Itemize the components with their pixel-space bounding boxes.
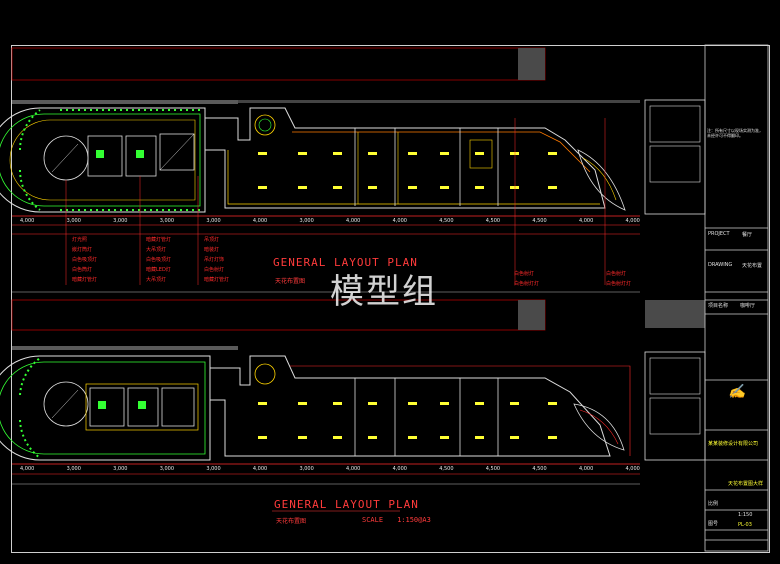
scale-label-block: 比例 (708, 501, 719, 507)
legend-item: 白色吸顶灯 (146, 257, 172, 263)
legend-item: 白色吸顶灯 (72, 257, 98, 263)
dimension-label: 4,500 (485, 218, 501, 224)
client-value: 咖啡厅 (740, 303, 756, 309)
legend-item: 白色筒灯 (72, 267, 93, 273)
legend-item: 白色射灯 (204, 267, 225, 273)
legend-item: 暗藏灯管灯 (146, 237, 172, 243)
legend-item: 嵌灯筒灯 (72, 247, 93, 253)
dimension-label: 4,000 (392, 218, 407, 224)
legend-item: 吊顶灯 (204, 237, 220, 243)
dimension-label: 4,500 (532, 218, 547, 224)
legend-group-left-3: 吊顶灯 暗装灯 吊灯灯饰 白色射灯 暗藏灯管灯 (204, 236, 229, 283)
legend-item: 暗装灯 (204, 247, 220, 253)
legend-item: 白色射灯 (514, 271, 535, 277)
legend-group-right-2: 白色射灯 白色射灯灯 (606, 270, 631, 287)
legend-item: 灯光照 (72, 237, 88, 243)
legend-item: 暗藏LED灯 (146, 267, 171, 273)
drawing-frame (11, 45, 770, 553)
dimension-label: 3,000 (66, 218, 81, 224)
dimension-label: 4,000 (346, 218, 361, 224)
dimension-label: 4,000 (252, 218, 268, 224)
project-label: PROJECT (708, 231, 730, 237)
dimension-label: 3,000 (113, 218, 128, 224)
dimension-label: 4,000 (392, 466, 407, 472)
dimension-label: 4,000 (252, 466, 268, 472)
title-block-notes: 注：所有尺寸以现场实测为准，未经许可不得翻印。 (707, 128, 763, 138)
top-plan-subtitle: 天花布置图 (275, 278, 306, 285)
company-name: 某某装修设计有限公司 (708, 441, 759, 447)
dimension-label: 4,500 (485, 466, 501, 472)
top-plan-title: GENERAL LAYOUT PLAN (273, 256, 418, 269)
dimension-label: 3,000 (66, 466, 81, 472)
drawing-label: DRAWING (708, 262, 733, 268)
dimension-label: 4,000 (20, 466, 35, 472)
dimension-label: 4,000 (20, 218, 35, 224)
dimension-label: 3,000 (206, 218, 221, 224)
dimension-label: 4,500 (439, 218, 454, 224)
scale-value: 1:150@A3 (397, 516, 431, 524)
dimension-label: 3,000 (299, 218, 314, 224)
legend-item: 白色射灯灯 (606, 281, 632, 287)
legend-item: 大吊顶灯 (146, 277, 167, 283)
scale-value-block: 1:150 (738, 512, 753, 518)
dimension-label: 4,000 (346, 466, 361, 472)
dimension-label: 4,000 (625, 466, 640, 472)
right-detail (644, 99, 706, 461)
dimension-label: 4,500 (532, 466, 547, 472)
legend-group-left-1: 灯光照 嵌灯筒灯 白色吸顶灯 白色筒灯 暗藏灯管灯 (72, 236, 97, 283)
legend-group-left-2: 暗藏灯管灯 大吊顶灯 白色吸顶灯 暗藏LED灯 大吊顶灯 (146, 236, 171, 283)
legend-item: 暗藏灯管灯 (72, 277, 98, 283)
bottom-dimension-row: 4,000 3,000 3,000 3,000 3,000 4,000 3,00… (20, 466, 640, 472)
sheet-number: PL-03 (738, 522, 752, 528)
legend-item: 白色射灯 (606, 271, 627, 277)
dimension-label: 3,000 (159, 466, 175, 472)
watermark-text: 模型组 (330, 272, 438, 312)
project-value: 餐厅 (742, 232, 753, 238)
top-dimension-row: 4,000 3,000 3,000 3,000 3,000 4,000 3,00… (20, 218, 640, 224)
client-label: 项目名称 (708, 303, 729, 309)
scale-label: SCALE (362, 516, 384, 524)
legend-item: 白色射灯灯 (514, 281, 540, 287)
bottom-plan (0, 355, 640, 512)
legend-item: 吊灯灯饰 (204, 257, 225, 263)
title-block-frame (704, 44, 769, 552)
dimension-label: 4,500 (439, 466, 454, 472)
dimension-label: 3,000 (299, 466, 314, 472)
dimension-label: 3,000 (206, 466, 221, 472)
bottom-plan-subtitle: 天花布置图 (276, 518, 307, 525)
dimension-label: 3,000 (159, 218, 175, 224)
top-plan (0, 107, 640, 350)
signature-mark: ✍ (728, 384, 746, 400)
legend-item: 大吊顶灯 (146, 247, 167, 253)
dimension-label: 4,000 (578, 218, 594, 224)
bottom-plan-title: GENERAL LAYOUT PLAN (274, 498, 419, 511)
drawing-value: 天花布置 (742, 263, 763, 269)
sheet-label: 图号 (708, 521, 719, 527)
drawing-name: 天花布置图大样 (728, 481, 764, 487)
dimension-label: 4,000 (625, 218, 640, 224)
legend-group-right-1: 白色射灯 白色射灯灯 (514, 270, 539, 287)
scale-note: SCALE 1:150@A3 (362, 516, 431, 524)
dimension-label: 4,000 (578, 466, 594, 472)
dimension-label: 3,000 (113, 466, 128, 472)
legend-item: 暗藏灯管灯 (204, 277, 230, 283)
